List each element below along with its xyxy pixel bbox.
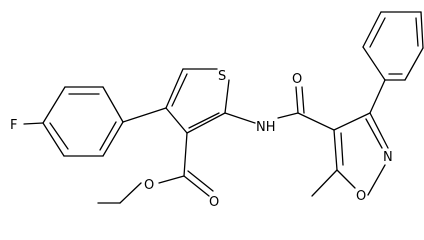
bond <box>420 11 424 49</box>
carbonyl-double-bond <box>183 175 210 197</box>
bond-to-methyl <box>311 169 338 197</box>
bond <box>277 112 299 119</box>
bond <box>404 47 424 81</box>
carbonyl-double-bond <box>295 86 299 114</box>
bond <box>165 68 184 109</box>
ester-group <box>97 132 214 204</box>
bond <box>165 107 188 134</box>
atom-labels: F S NH O N O O O <box>10 69 393 210</box>
bond <box>362 11 382 48</box>
bond-isoxazole-to-phenyl <box>369 79 386 114</box>
sulfur-label: S <box>218 69 226 84</box>
carbonyl-double-bond <box>187 170 214 192</box>
fluorine-label: F <box>10 118 17 133</box>
bond <box>183 132 188 177</box>
bond <box>102 86 124 123</box>
bond <box>102 121 124 157</box>
bond <box>369 112 389 149</box>
bond <box>158 175 185 184</box>
bond <box>333 129 338 171</box>
phenyl-ring <box>362 11 424 81</box>
amide-linker <box>224 86 335 131</box>
bond <box>224 112 256 124</box>
bond-phenyl-to-thiophene <box>122 107 167 123</box>
bond <box>119 182 142 204</box>
isoxazole-nitrogen-label: N <box>383 150 393 165</box>
bond <box>336 169 356 189</box>
bond-to-fluorine <box>23 122 44 125</box>
double-bond-inner <box>369 17 386 48</box>
amide-nh-label: NH <box>256 120 276 135</box>
isoxazole-oxygen-label: O <box>356 189 366 204</box>
double-bond-inner <box>188 112 220 129</box>
double-bond-inner <box>415 17 419 47</box>
bond <box>297 112 335 131</box>
double-bond-inner <box>171 73 188 107</box>
bond <box>42 122 65 157</box>
bond <box>224 79 230 114</box>
double-bond-inner <box>365 118 383 149</box>
carbonyl-double-bond <box>301 86 305 114</box>
bond <box>333 112 371 131</box>
bond <box>42 86 66 124</box>
bond <box>367 164 386 196</box>
bond <box>362 46 386 81</box>
fluorophenyl-ring <box>23 86 124 157</box>
amide-oxygen-label: O <box>292 72 302 87</box>
isoxazole-ring <box>311 112 389 197</box>
double-bond-inner <box>340 132 344 166</box>
ester-alkoxy-oxygen-label: O <box>144 178 154 193</box>
ester-carbonyl-oxygen-label: O <box>209 195 219 210</box>
double-bond-inner <box>99 121 117 151</box>
bond <box>186 112 226 134</box>
thiophene-ring <box>165 68 230 134</box>
double-bond-inner <box>49 122 69 150</box>
